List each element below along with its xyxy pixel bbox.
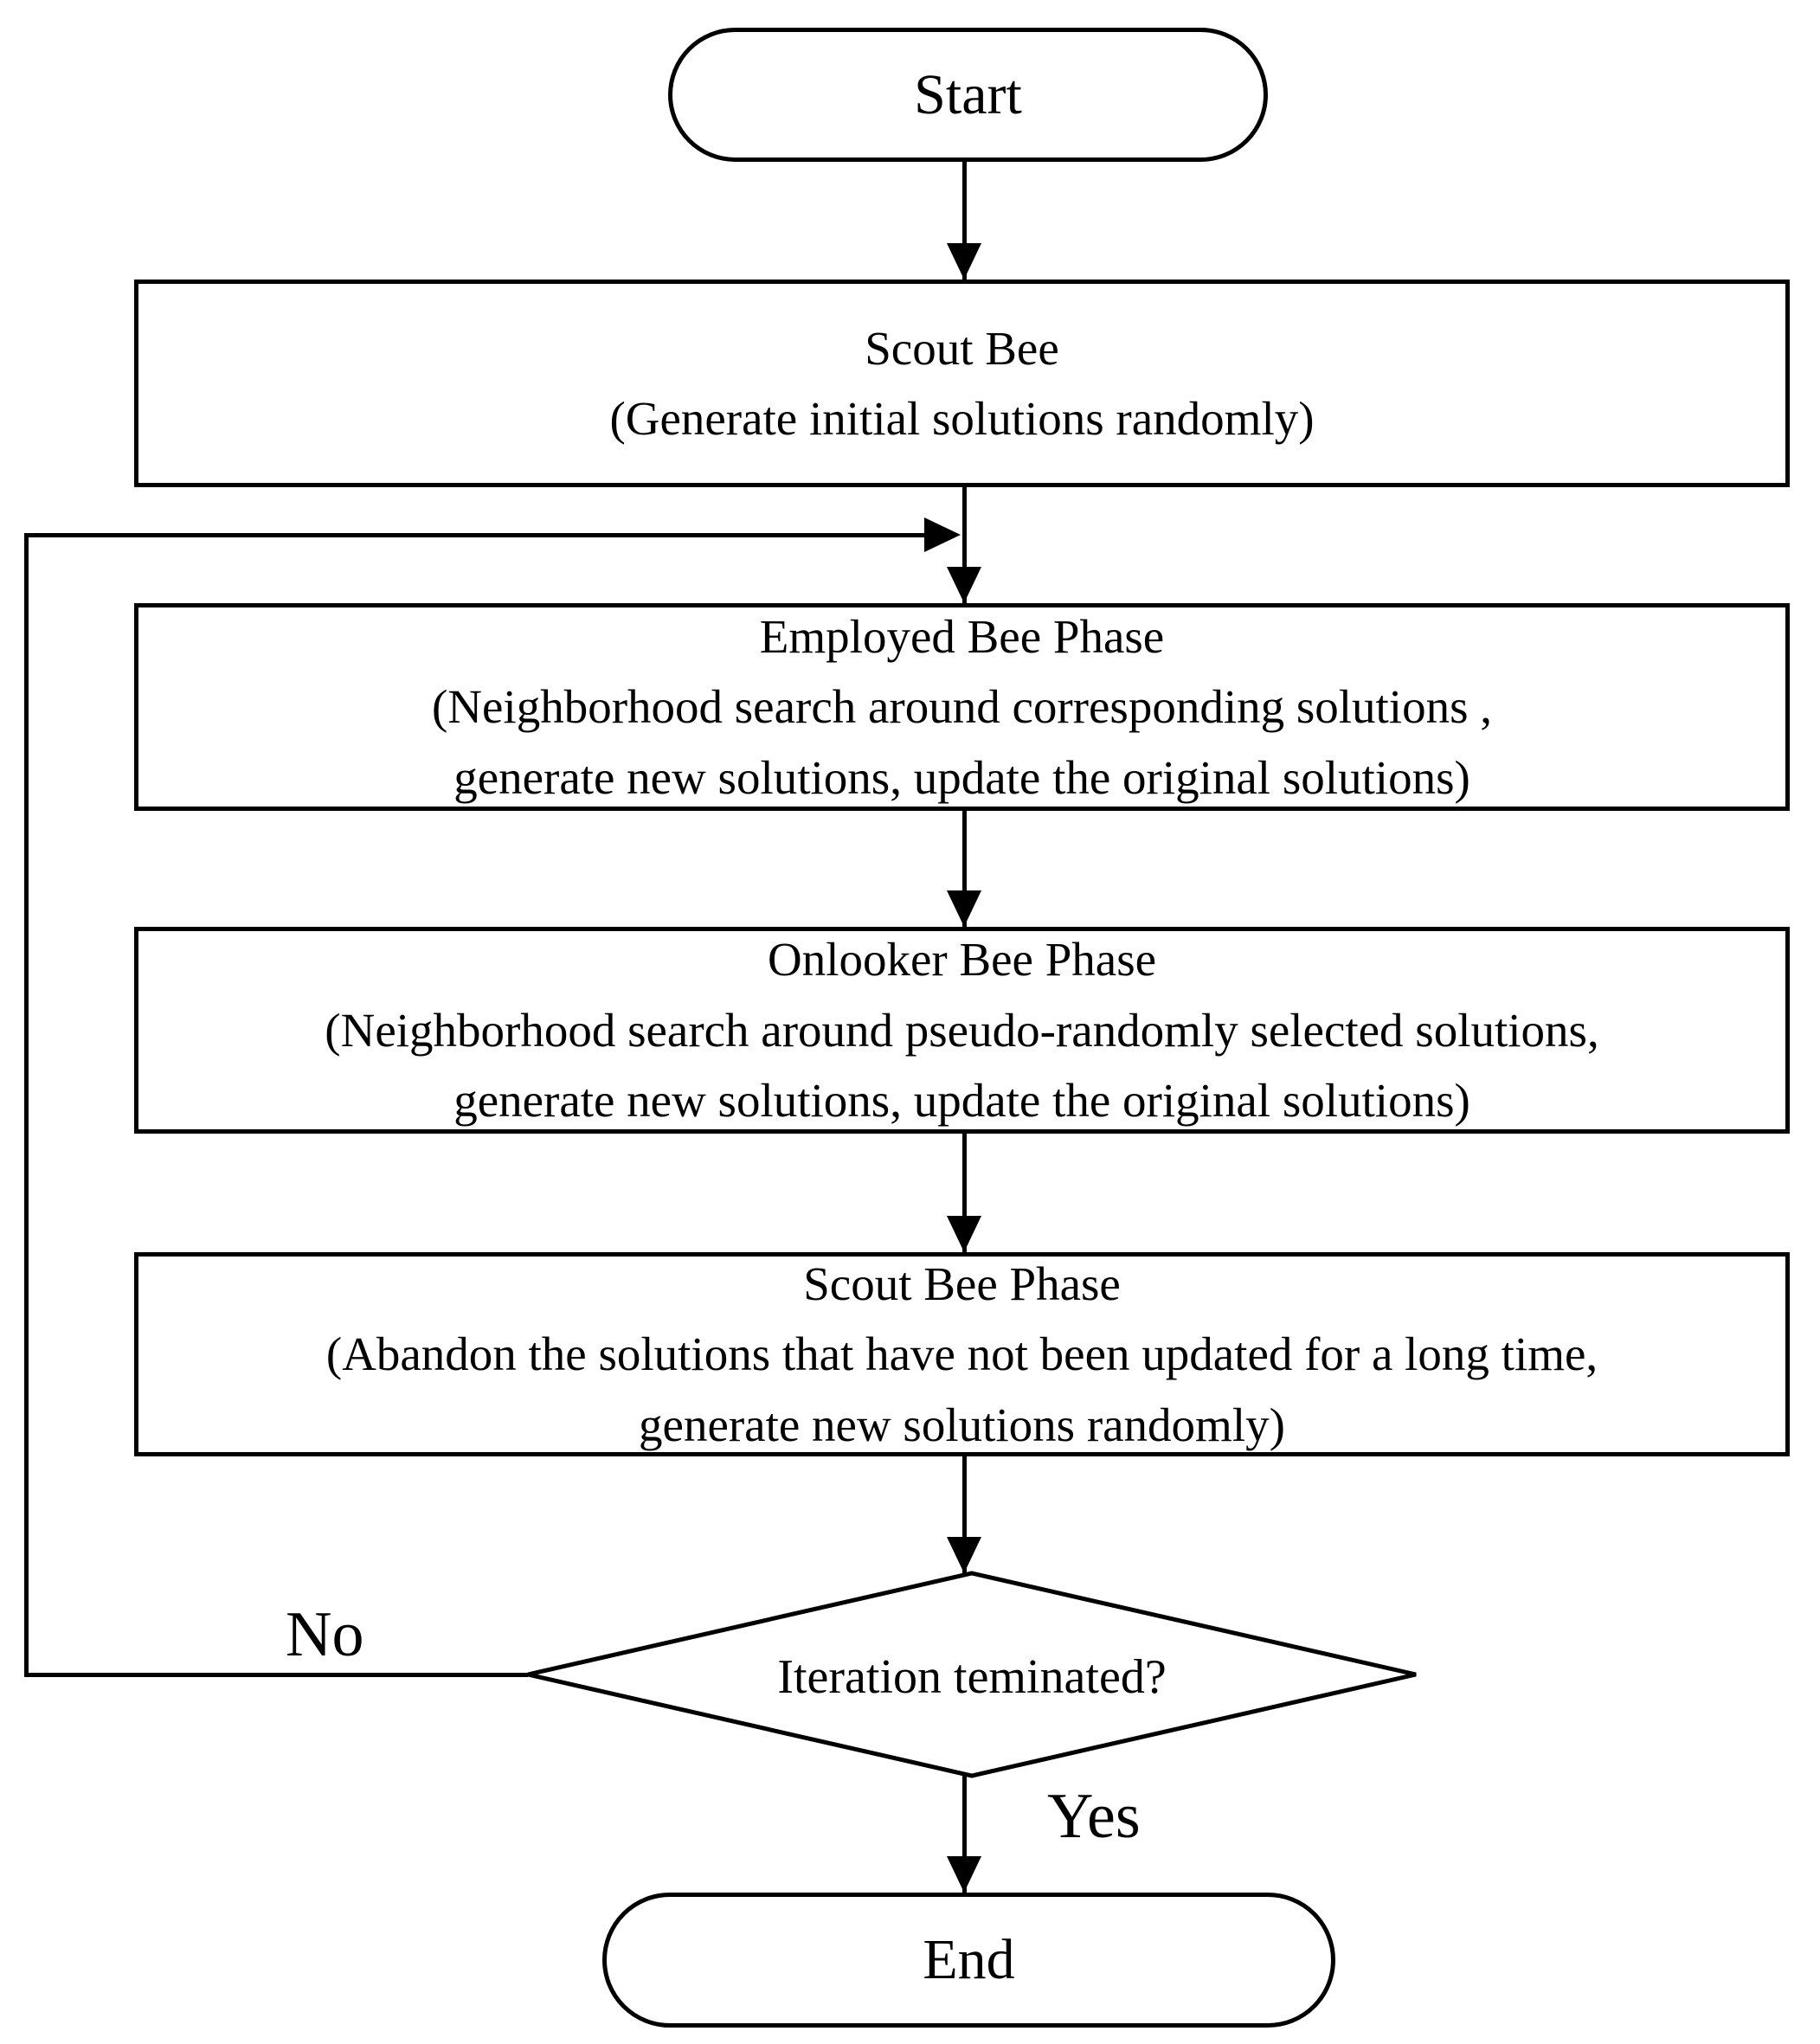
scout-bee-phase-title: Scout Bee Phase: [803, 1257, 1121, 1310]
onlooker-bee-phase-title: Onlooker Bee Phase: [767, 933, 1157, 987]
onlooker-bee-phase-node: Onlooker Bee Phase (Neighborhood search …: [134, 927, 1790, 1134]
onlooker-bee-phase-description-line2: generate new solutions, update the origi…: [453, 1074, 1470, 1128]
arrowhead-down-icon: [947, 1216, 981, 1252]
arrowhead-right-icon: [924, 517, 961, 552]
connector-scoutbee-to-employed: [962, 487, 967, 603]
employed-bee-phase-description-line2: generate new solutions, update the origi…: [453, 750, 1470, 804]
scout-bee-phase-description-line1: (Abandon the solutions that have not bee…: [325, 1327, 1598, 1381]
connector-onlooker-to-scoutphase: [962, 1134, 967, 1252]
connector-decision-to-end: [962, 1776, 967, 1893]
arrowhead-down-icon: [947, 567, 981, 603]
loop-left-rail-segment: [24, 533, 29, 1677]
employed-bee-phase-description-line1: (Neighborhood search around correspondin…: [431, 680, 1492, 734]
decision-node-label: Iteration teminated?: [777, 1650, 1167, 1704]
scout-bee-phase-description-line2: generate new solutions randomly): [639, 1398, 1285, 1451]
scout-bee-phase-node: Scout Bee Phase (Abandon the solutions t…: [134, 1252, 1790, 1456]
end-node-label: End: [923, 1928, 1015, 1991]
no-branch-label: No: [286, 1599, 364, 1670]
employed-bee-phase-title: Employed Bee Phase: [759, 609, 1165, 663]
decision-diamond-shape: [527, 1571, 1417, 1778]
start-node-label: Start: [914, 62, 1022, 126]
arrowhead-down-icon: [947, 243, 981, 280]
arrowhead-down-icon: [947, 1856, 981, 1893]
yes-branch-label: Yes: [1047, 1781, 1141, 1852]
scout-bee-description: (Generate initial solutions randomly): [609, 392, 1315, 445]
connector-start-to-scoutbee: [962, 162, 967, 280]
end-node: End: [602, 1893, 1335, 2028]
connector-scoutphase-to-decision: [962, 1456, 967, 1573]
start-node: Start: [668, 28, 1268, 162]
onlooker-bee-phase-description-line1: (Neighborhood search around pseudo-rando…: [325, 1003, 1599, 1057]
arrowhead-down-icon: [947, 890, 981, 927]
scout-bee-node: Scout Bee (Generate initial solutions ra…: [134, 280, 1790, 487]
scout-bee-title: Scout Bee: [865, 321, 1059, 375]
loop-bottom-segment: [26, 1673, 528, 1677]
arrowhead-down-icon: [947, 1537, 981, 1573]
loop-top-segment: [24, 533, 924, 537]
connector-employed-to-onlooker: [962, 811, 967, 927]
employed-bee-phase-node: Employed Bee Phase (Neighborhood search …: [134, 603, 1790, 811]
